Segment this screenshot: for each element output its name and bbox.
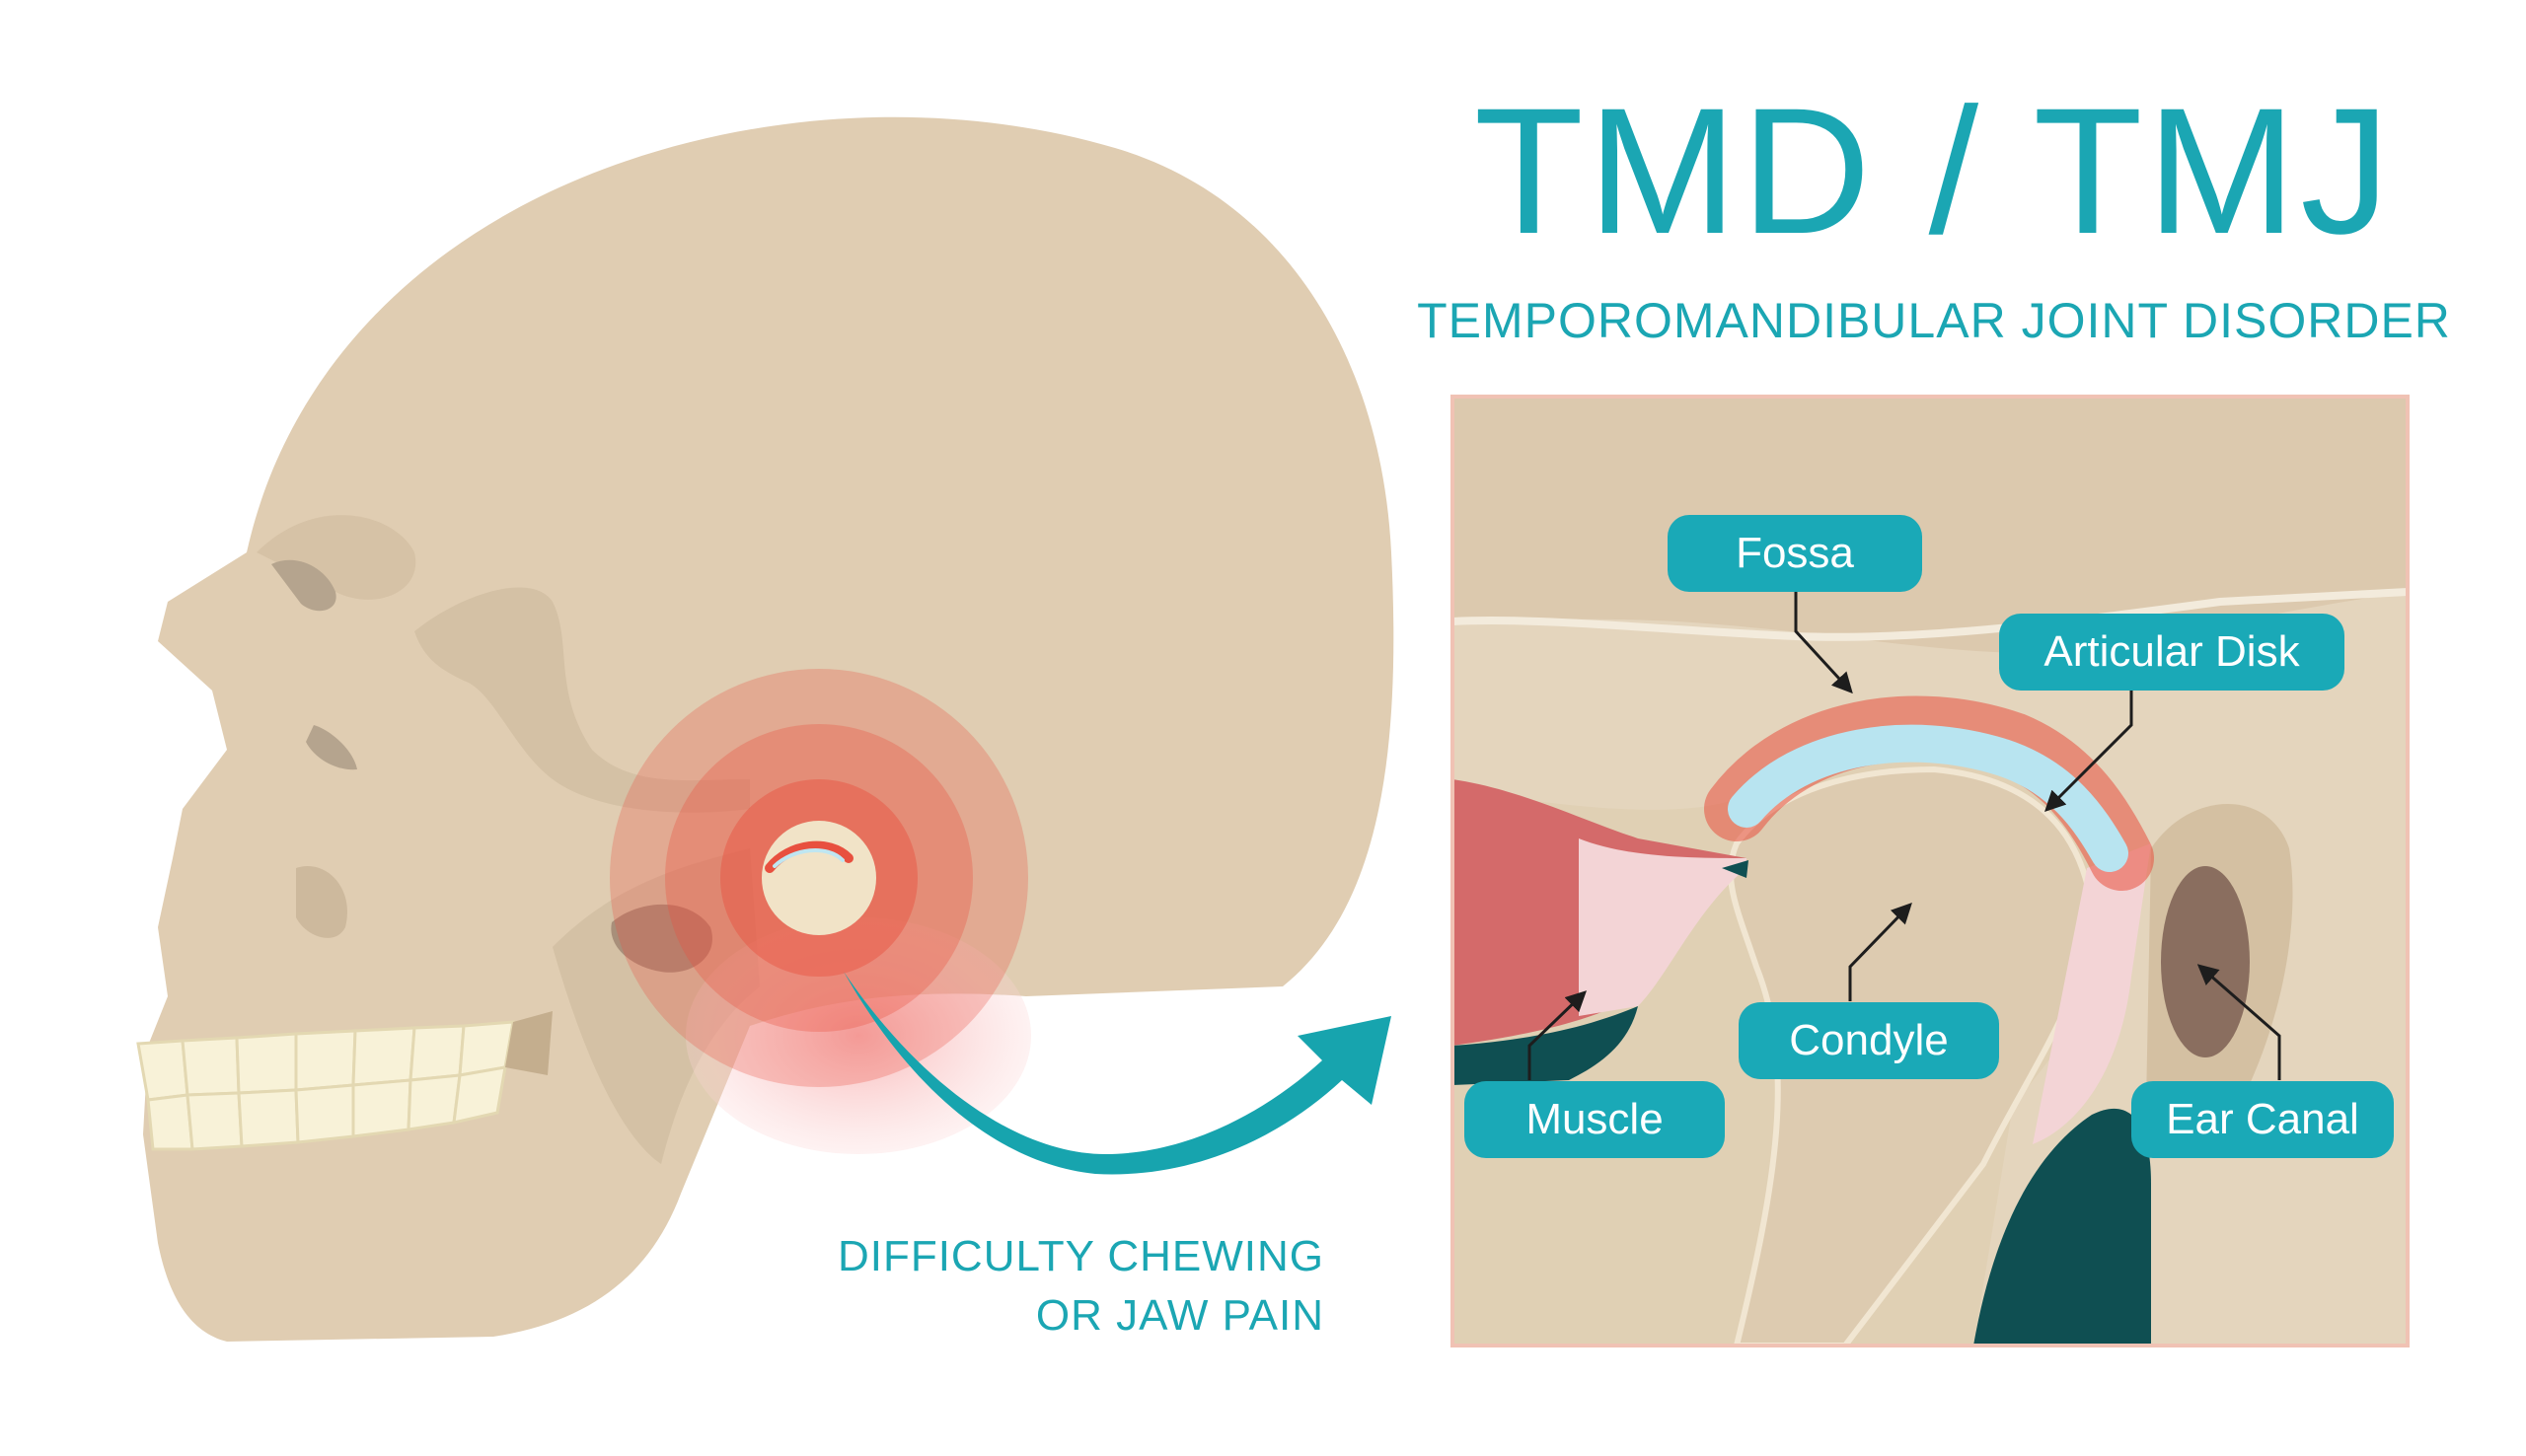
label-fossa: Fossa [1668,515,1922,592]
rear-jaw-gap [505,1011,553,1075]
eye-socket-inner [306,725,357,770]
ear-canal-pointer [2196,964,2281,1080]
disk-anchor [1722,860,1748,878]
cheekbone [414,587,750,813]
articular-disk [1728,724,2128,872]
label-articular-disk: Articular Disk [1999,614,2344,691]
skull-illustration [136,116,1394,1342]
lower-right-dark [1973,1108,2151,1346]
symptom-caption-line1: DIFFICULTY CHEWING [837,1232,1324,1280]
symptom-caption-line2: OR JAW PAIN [1035,1291,1324,1340]
mini-disk-icon [765,840,854,873]
eye-socket [271,559,336,612]
lower-teeth [146,1065,507,1151]
condyle-pointer [1848,902,1912,1001]
joint-center [762,821,876,935]
fossa-pointer [1794,592,1853,694]
ear-canal [2161,866,2250,1057]
label-ear-canal: Ear Canal [2131,1081,2394,1158]
mandible-notch [611,904,712,973]
page-title: TMD / TMJ [1473,70,2395,271]
inset-border [1450,395,2410,1347]
lower-muscle-dark [1452,1006,1638,1085]
muscle-pointer [1527,990,1588,1080]
curved-arrow-icon [844,972,1391,1175]
ligament [2033,843,2151,1144]
nasal-cavity [296,866,347,938]
articular-disk-pointer [2044,691,2133,812]
joint-inset-panel [1450,395,2410,1347]
label-condyle: Condyle [1739,1002,1999,1079]
brow-shade [257,515,416,600]
label-muscle: Muscle [1464,1081,1725,1158]
mini-disk-inner-icon [773,848,845,868]
page-subtitle: TEMPOROMANDIBULAR JOINT DISORDER [1417,293,2451,348]
muscle-fibers [1579,838,1746,1016]
